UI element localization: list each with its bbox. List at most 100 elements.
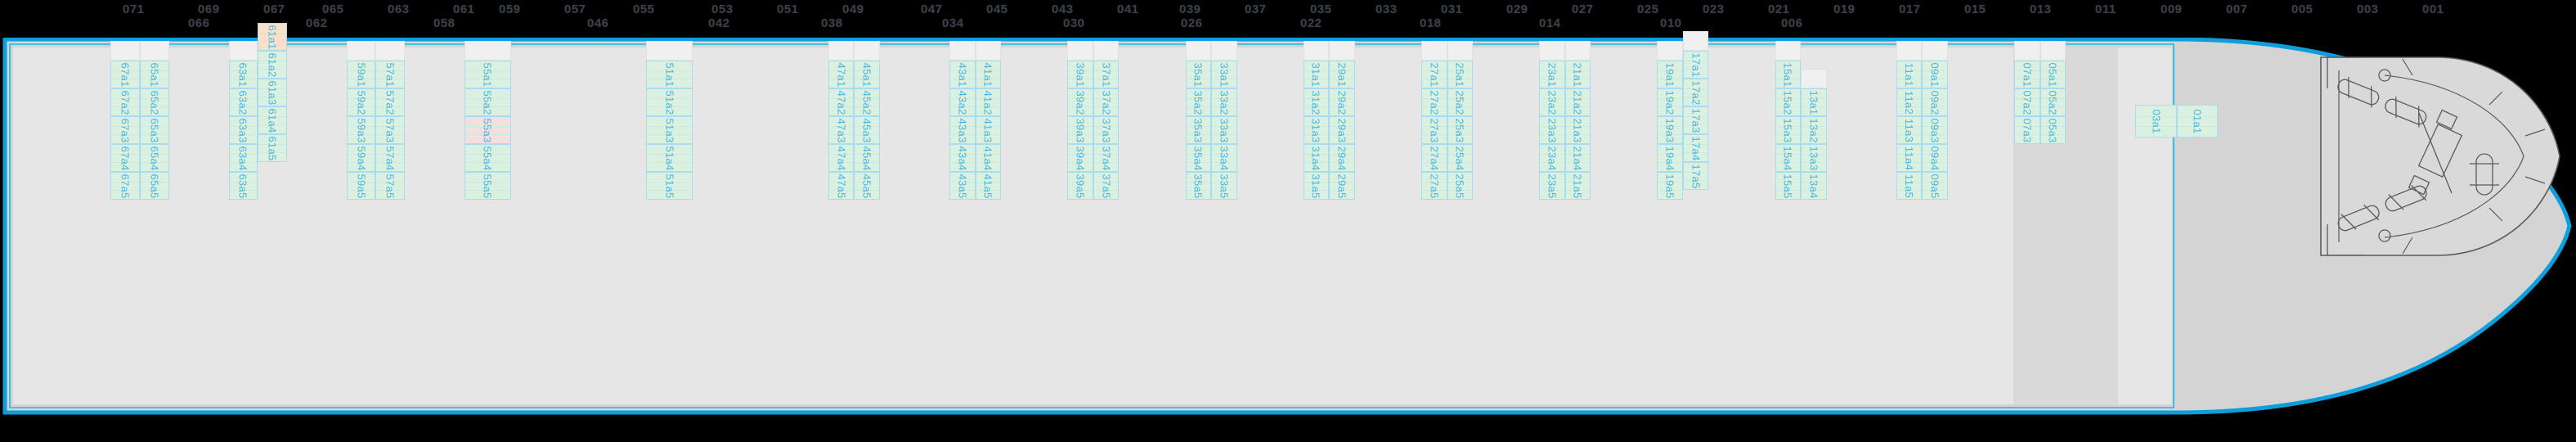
cabin-cell[interactable]: 17a5 bbox=[1682, 162, 1709, 190]
cabin-cell[interactable]: 25a1 bbox=[1447, 61, 1473, 88]
cabin-cell[interactable]: 35a3 bbox=[1185, 116, 1212, 144]
cabin-cell[interactable]: 47a5 bbox=[828, 172, 855, 200]
cabin-cell[interactable]: 09a1 bbox=[1922, 61, 1948, 88]
cabin-cell[interactable]: 45a5 bbox=[854, 172, 880, 200]
cabin-cell[interactable]: 41a4 bbox=[975, 144, 1002, 172]
cabin-cell[interactable]: 29a1 bbox=[1329, 61, 1355, 88]
cabin-cell[interactable]: 51a3 bbox=[646, 116, 693, 144]
cabin-cell[interactable]: 21a4 bbox=[1564, 144, 1591, 172]
cabin-cell[interactable]: 17a2 bbox=[1682, 79, 1709, 106]
cabin-cell[interactable]: 35a5 bbox=[1185, 172, 1212, 200]
cabin-cell[interactable]: 55a3 bbox=[464, 116, 511, 144]
cabin-cell[interactable]: 29a5 bbox=[1329, 172, 1355, 200]
cabin-cell[interactable]: 23a2 bbox=[1539, 88, 1565, 116]
cabin-cell[interactable]: 43a3 bbox=[949, 116, 976, 144]
cabin-cell[interactable]: 05a3 bbox=[2040, 116, 2067, 144]
cabin-cell[interactable]: 39a3 bbox=[1067, 116, 1093, 144]
cabin-cell[interactable]: 19a4 bbox=[1657, 144, 1683, 172]
cabin-cell[interactable]: 41a5 bbox=[975, 172, 1002, 200]
cabin-cell[interactable]: 65a4 bbox=[140, 144, 169, 172]
cabin-cell[interactable]: 37a4 bbox=[1093, 144, 1120, 172]
cabin-cell[interactable]: 13a3 bbox=[1801, 144, 1827, 172]
cabin-cell[interactable]: 59a4 bbox=[346, 144, 376, 172]
cabin-cell[interactable]: 37a1 bbox=[1093, 61, 1120, 88]
cabin-cell[interactable]: 33a5 bbox=[1211, 172, 1237, 200]
cabin-cell[interactable]: 23a1 bbox=[1539, 61, 1565, 88]
cabin-cell[interactable]: 29a3 bbox=[1329, 116, 1355, 144]
cabin-cell[interactable]: 45a1 bbox=[854, 61, 880, 88]
cabin-cell[interactable]: 59a3 bbox=[346, 116, 376, 144]
cabin-cell[interactable]: 19a2 bbox=[1657, 88, 1683, 116]
cabin-cell[interactable]: 67a1 bbox=[110, 61, 140, 88]
cabin-cell[interactable]: 21a5 bbox=[1564, 172, 1591, 200]
cabin-cell[interactable]: 61a3 bbox=[258, 79, 287, 106]
cabin-cell[interactable]: 19a1 bbox=[1657, 61, 1683, 88]
cabin-cell[interactable]: 31a5 bbox=[1303, 172, 1330, 200]
cabin-cell[interactable]: 45a3 bbox=[854, 116, 880, 144]
cabin-cell[interactable]: 55a5 bbox=[464, 172, 511, 200]
cabin-cell[interactable]: 59a2 bbox=[346, 88, 376, 116]
cabin-cell[interactable]: 65a2 bbox=[140, 88, 169, 116]
cabin-cell[interactable]: 27a1 bbox=[1421, 61, 1447, 88]
cabin-cell[interactable]: 33a3 bbox=[1211, 116, 1237, 144]
cabin-cell[interactable]: 25a5 bbox=[1447, 172, 1473, 200]
cabin-cell[interactable]: 51a5 bbox=[646, 172, 693, 200]
cabin-cell[interactable]: 31a4 bbox=[1303, 144, 1330, 172]
cabin-cell[interactable]: 39a2 bbox=[1067, 88, 1093, 116]
cabin-cell[interactable]: 21a2 bbox=[1564, 88, 1591, 116]
cabin-cell[interactable]: 17a1 bbox=[1682, 51, 1709, 79]
cabin-cell[interactable]: 65a3 bbox=[140, 116, 169, 144]
cabin-cell[interactable]: 63a5 bbox=[228, 172, 258, 200]
cabin-cell[interactable]: 05a1 bbox=[2040, 61, 2067, 88]
cabin-cell[interactable]: 57a1 bbox=[375, 61, 406, 88]
cabin-cell[interactable]: 11a3 bbox=[1896, 116, 1923, 144]
cabin-cell[interactable]: 15a1 bbox=[1775, 61, 1802, 88]
cabin-cell[interactable]: 65a5 bbox=[140, 172, 169, 200]
cabin-cell[interactable]: 61a5 bbox=[258, 134, 287, 162]
cabin-cell[interactable]: 51a1 bbox=[646, 61, 693, 88]
cabin-cell[interactable]: 19a3 bbox=[1657, 116, 1683, 144]
cabin-cell[interactable]: 57a4 bbox=[375, 144, 406, 172]
cabin-cell[interactable]: 27a3 bbox=[1421, 116, 1447, 144]
cabin-cell[interactable]: 57a2 bbox=[375, 88, 406, 116]
cabin-cell[interactable]: 25a4 bbox=[1447, 144, 1473, 172]
cabin-cell[interactable]: 63a2 bbox=[228, 88, 258, 116]
cabin-cell[interactable]: 47a1 bbox=[828, 61, 855, 88]
cabin-cell[interactable]: 47a2 bbox=[828, 88, 855, 116]
cabin-cell[interactable]: 59a1 bbox=[346, 61, 376, 88]
cabin-cell[interactable]: 55a4 bbox=[464, 144, 511, 172]
cabin-cell[interactable]: 11a2 bbox=[1896, 88, 1923, 116]
cabin-cell[interactable]: 61a2 bbox=[258, 51, 287, 79]
cabin-cell[interactable]: 23a4 bbox=[1539, 144, 1565, 172]
cabin-cell[interactable]: 41a2 bbox=[975, 88, 1002, 116]
cabin-cell[interactable]: 35a2 bbox=[1185, 88, 1212, 116]
cabin-cell[interactable]: 39a5 bbox=[1067, 172, 1093, 200]
cabin-cell[interactable]: 17a3 bbox=[1682, 106, 1709, 134]
cabin-cell[interactable]: 11a4 bbox=[1896, 144, 1923, 172]
cabin-cell[interactable]: 07a2 bbox=[2014, 88, 2040, 116]
cabin-cell[interactable]: 15a5 bbox=[1775, 172, 1802, 200]
cabin-cell[interactable]: 51a2 bbox=[646, 88, 693, 116]
cabin-cell[interactable]: 01a1 bbox=[2176, 105, 2219, 138]
cabin-cell[interactable]: 15a2 bbox=[1775, 88, 1802, 116]
cabin-cell[interactable]: 35a4 bbox=[1185, 144, 1212, 172]
cabin-cell[interactable]: 29a2 bbox=[1329, 88, 1355, 116]
cabin-cell[interactable]: 43a1 bbox=[949, 61, 976, 88]
cabin-cell[interactable]: 33a2 bbox=[1211, 88, 1237, 116]
cabin-cell[interactable]: 61a1 bbox=[258, 23, 287, 51]
cabin-cell[interactable]: 11a5 bbox=[1896, 172, 1923, 200]
cabin-cell[interactable]: 27a2 bbox=[1421, 88, 1447, 116]
cabin-cell[interactable]: 33a4 bbox=[1211, 144, 1237, 172]
cabin-cell[interactable]: 37a3 bbox=[1093, 116, 1120, 144]
cabin-cell[interactable]: 31a2 bbox=[1303, 88, 1330, 116]
cabin-cell[interactable]: 57a5 bbox=[375, 172, 406, 200]
cabin-cell[interactable]: 59a5 bbox=[346, 172, 376, 200]
cabin-cell[interactable]: 63a1 bbox=[228, 61, 258, 88]
cabin-cell[interactable]: 09a2 bbox=[1922, 88, 1948, 116]
cabin-cell[interactable]: 23a3 bbox=[1539, 116, 1565, 144]
cabin-cell[interactable]: 67a3 bbox=[110, 116, 140, 144]
cabin-cell[interactable]: 27a5 bbox=[1421, 172, 1447, 200]
cabin-cell[interactable]: 43a2 bbox=[949, 88, 976, 116]
cabin-cell[interactable]: 25a2 bbox=[1447, 88, 1473, 116]
cabin-cell[interactable]: 07a3 bbox=[2014, 116, 2040, 144]
